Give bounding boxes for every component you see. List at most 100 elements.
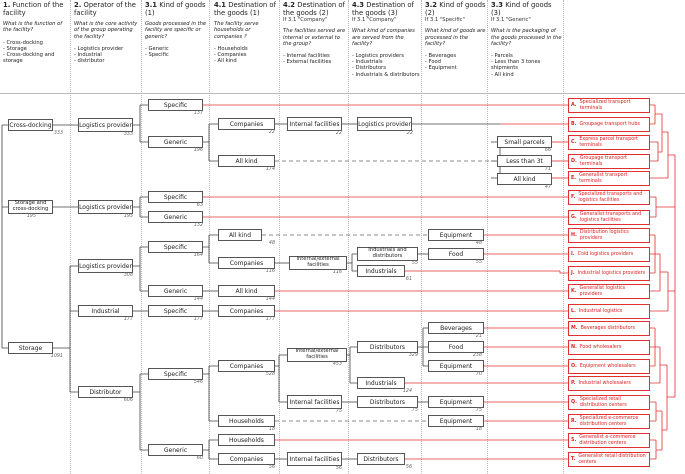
node-count: 116 [332, 270, 342, 275]
column-title: Destination of the goods (3) [352, 1, 414, 17]
column-options: - Logistics providers - Industrials - Di… [352, 53, 420, 78]
node-specific: Specific [148, 241, 203, 253]
column-number: 3.1 [145, 1, 158, 9]
column-options: - Households - Companies - All kind [214, 45, 248, 65]
column-condition: If 3.1 "Company" [283, 17, 328, 24]
node-specific: Specific [148, 191, 203, 203]
node-count: 124 [402, 389, 412, 394]
node-label: Internal facilities [289, 398, 340, 406]
node-all-kind: All kind [218, 155, 275, 167]
node-label: Equipment [439, 398, 473, 406]
node-label: Industrial [91, 307, 120, 315]
node-distributors: Distributors [357, 341, 418, 353]
column-header-kind-of-goods-3: 3.3 Kind of goods (3) If 3.1 "Generic" W… [491, 1, 563, 78]
outcome-o: O.Equipment wholesalers [568, 359, 650, 374]
outcome-c: C.Express parcel transport terminals [568, 135, 650, 150]
outcome-label: Equipment wholesalers [579, 363, 636, 369]
node-count: 48 [475, 241, 482, 246]
column-title: Kind of goods (3) [491, 1, 552, 17]
node-logistics-provider: Logistics provider [78, 259, 133, 273]
node-label: Equipment [439, 231, 473, 239]
outcome-label: Specialized transports and logistics fac… [578, 191, 643, 203]
node-label: Companies [229, 362, 264, 370]
node-distributors: Distributors [357, 453, 405, 465]
node-food: Food [428, 341, 484, 353]
node-label: Internal/external facilities [296, 256, 340, 268]
outcome-letter: I. [571, 251, 575, 257]
column-header-destination-3: 4.3 Destination of the goods (3) If 3.1 … [352, 1, 420, 78]
outcome-letter: G. [571, 214, 577, 220]
node-count: 22 [406, 131, 413, 136]
outcome-r: R.Specialized e-commerce distribution ce… [568, 414, 650, 429]
node-label: Companies [229, 120, 264, 128]
node-count: 333 [123, 132, 133, 137]
outcome-label: Groupage transport terminals [579, 155, 628, 167]
outcome-letter: P. [571, 380, 576, 386]
column-title: Kind of goods (1) [145, 1, 206, 17]
column-header-function: 1. Function of the facility What is the … [3, 1, 67, 65]
outcome-label: Groupage transport hubs [579, 121, 640, 127]
node-label: Households [229, 417, 264, 425]
outcome-label: Industrial logistics providers [577, 270, 646, 276]
node-label: All kind [513, 175, 536, 183]
node-all-kind: All kind [218, 285, 275, 297]
node-count: 21 [475, 334, 482, 339]
node-internal-facilities: Internal facilities [287, 117, 342, 131]
column-number: 3.2 [425, 1, 438, 9]
outcome-letter: Q. [571, 399, 577, 405]
node-count: 144 [265, 297, 275, 302]
node-companies: Companies [218, 118, 275, 130]
node-label: Companies [229, 259, 264, 267]
node-label: Specific [163, 307, 188, 315]
outcome-l: L.Industrial logistics [568, 304, 650, 319]
node-label: Companies [229, 307, 264, 315]
node-label: Companies [229, 455, 264, 463]
node-count: 144 [193, 297, 203, 302]
node-companies: Companies [218, 305, 275, 317]
tree-lines [1, 104, 501, 460]
column-header-kind-of-goods-1: 3.1 Kind of goods (1) Goods processed in… [145, 1, 209, 58]
node-label: All kind [235, 157, 258, 165]
column-divider [348, 0, 349, 474]
outcome-label: Generalist transports and logistics faci… [579, 211, 642, 223]
column-title: Function of the facility [3, 1, 64, 17]
node-label: Internal facilities [289, 120, 340, 128]
outcome-letter: S. [571, 437, 577, 443]
node-count: 56 [335, 466, 342, 471]
outcome-letter: B. [571, 121, 577, 127]
node-count: 606 [123, 398, 133, 403]
outcome-h: H.Distribution logistics providers [568, 228, 650, 243]
node-count: 55 [475, 260, 482, 265]
column-title: Kind of goods (2) [425, 1, 486, 17]
node-label: Specific [163, 243, 188, 251]
node-label: Logistics provider [79, 262, 132, 270]
outcome-letter: T. [571, 456, 576, 462]
column-divider [209, 0, 210, 474]
outcome-q: Q.Specialized retail distribution center… [568, 395, 650, 410]
node-count: 177 [265, 317, 275, 322]
node-label: Beverages [440, 324, 472, 332]
column-options: - Cross-docking - Storage - Cross-dockin… [3, 39, 55, 65]
node-count: 174 [265, 167, 275, 172]
node-label: Food [448, 250, 464, 258]
node-count: 48 [268, 241, 275, 246]
outcome-s: S.Generalist e-commerce distribution cen… [568, 433, 650, 448]
node-generic: Generic [148, 136, 203, 148]
node-count: 116 [265, 269, 275, 274]
node-generic: Generic [148, 211, 203, 223]
column-condition: If 3.1 "Specific" [425, 17, 465, 24]
node-storage: Storage [8, 342, 53, 354]
node-label: Households [229, 436, 264, 444]
node-specific: Specific [148, 99, 203, 111]
node-logistics-provider: Logistics provider [78, 200, 133, 214]
node-count: 195 [123, 214, 133, 219]
node-label: Industrials [365, 267, 397, 275]
node-label: Generic [163, 446, 188, 454]
node-label: Distributor [89, 388, 122, 396]
outcome-letter: J. [571, 270, 575, 276]
outcome-label: Specialized transport terminals [579, 99, 631, 111]
outcome-j: J.Industrial logistics providers [568, 266, 650, 281]
node-label: Industrials and distributors [368, 247, 407, 259]
node-households: Households [218, 434, 275, 446]
